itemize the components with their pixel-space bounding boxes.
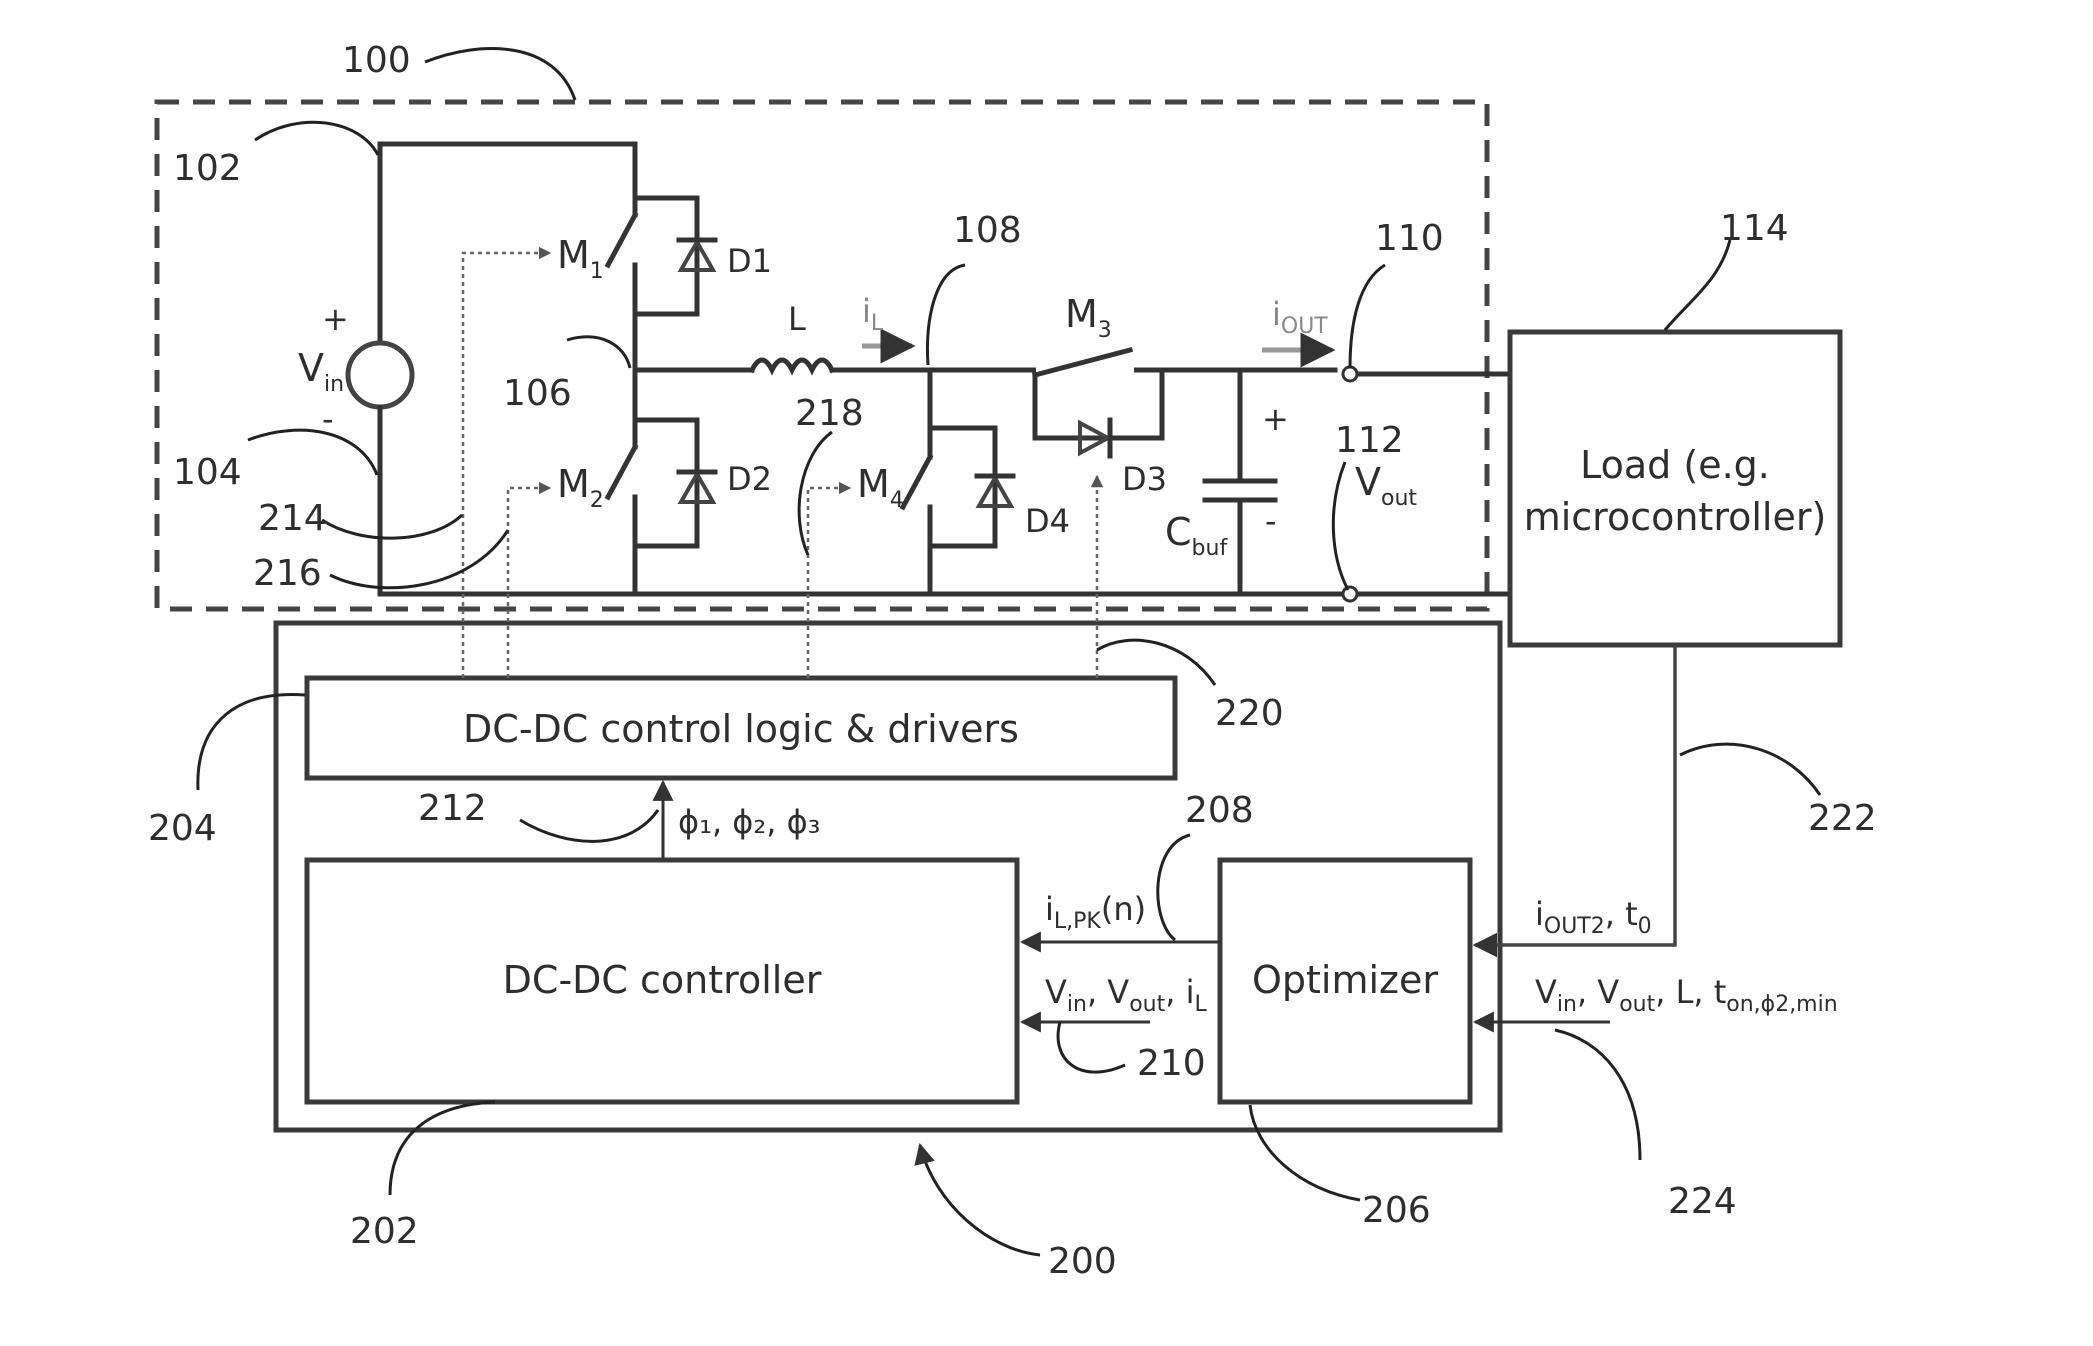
ref-218: 218 [795,393,864,434]
vin-plus-sign: + [322,300,349,338]
ref-106: 106 [503,373,572,414]
leader-212 [520,810,658,841]
phase-signal-label: ϕ₁, ϕ₂, ϕ₃ [678,803,821,841]
load-label-line1: Load (e.g. [1580,443,1770,487]
d1-label: D1 [727,242,772,280]
d3-label: D3 [1122,460,1167,498]
iout2-label: iOUT2, t0 [1535,895,1652,939]
gate-signal-m4 [808,488,850,678]
il-label: iL [862,292,884,336]
ref-102: 102 [173,148,242,189]
leader-104 [248,430,377,475]
control-logic-label: DC-DC control logic & drivers [463,707,1019,751]
m3-label: M3 [1065,292,1112,343]
ref-204: 204 [148,808,217,849]
leader-108 [927,265,965,365]
ref-100: 100 [342,40,411,81]
ref-216: 216 [253,553,322,594]
leader-218 [799,432,832,555]
vout-label: Vout [1355,460,1417,511]
dc-dc-controller-label: DC-DC controller [503,958,822,1002]
d4-label: D4 [1025,502,1070,540]
load-block [1510,332,1840,645]
ref-206: 206 [1362,1190,1431,1231]
iout-label: iOUT [1272,295,1328,339]
measurement-label: Vin, Vout, iL [1045,973,1207,1017]
ref-224: 224 [1668,1181,1737,1222]
cbuf-minus-sign: - [1265,502,1277,540]
inductor-l [635,360,1335,370]
ref-108: 108 [953,210,1022,251]
leader-214 [322,515,462,538]
switch-m1-with-diode-d1 [380,144,715,370]
gate-signal-m1 [463,253,550,678]
ref-104: 104 [173,452,242,493]
switch-m3-with-diode-d3 [1035,350,1162,456]
m2-label: M2 [557,462,604,513]
gate-signal-m2 [508,488,550,678]
ref-220: 220 [1215,693,1284,734]
leader-100 [425,49,575,100]
load-feedback-line [1475,645,1675,945]
leader-206 [1250,1105,1360,1200]
vin-label: Vin [298,346,344,397]
ref-112: 112 [1335,420,1404,461]
output-terminal-top [1343,367,1357,381]
leader-204 [198,694,305,790]
m4-label: M4 [857,462,904,513]
ref-202: 202 [350,1211,419,1252]
leader-106 [567,337,630,368]
params-label: Vin, Vout, L, ton,ϕ2,min [1535,973,1838,1017]
ref-222: 222 [1808,798,1877,839]
leader-210 [1058,1022,1125,1072]
leader-202 [390,1102,495,1195]
leader-200 [920,1145,1040,1255]
leader-110 [1350,265,1385,368]
ref-200: 200 [1048,1241,1117,1282]
ilpk-label: iL,PK(n) [1045,890,1146,934]
switch-m2-with-diode-d2 [608,370,715,594]
cbuf-plus-sign: + [1262,400,1289,438]
load-label-line2: microcontroller) [1524,495,1827,539]
ref-114: 114 [1720,208,1789,249]
leader-208 [1158,835,1190,940]
leader-102 [255,122,378,155]
optimizer-label: Optimizer [1252,958,1438,1002]
leader-112 [1333,462,1348,590]
leader-222 [1680,744,1820,795]
ref-214: 214 [258,498,327,539]
ref-208: 208 [1185,790,1254,831]
ref-210: 210 [1137,1043,1206,1084]
leader-216 [330,530,508,588]
leader-224 [1555,1030,1640,1160]
ref-110: 110 [1375,218,1444,259]
switch-m4-with-diode-d4 [903,370,1013,594]
ref-212: 212 [418,788,487,829]
m1-label: M1 [557,233,604,284]
output-terminal-bottom [1343,587,1357,601]
cbuf-label: Cbuf [1165,510,1228,561]
d2-label: D2 [727,460,772,498]
leader-114 [1665,240,1730,330]
inductor-label: L [788,300,806,338]
